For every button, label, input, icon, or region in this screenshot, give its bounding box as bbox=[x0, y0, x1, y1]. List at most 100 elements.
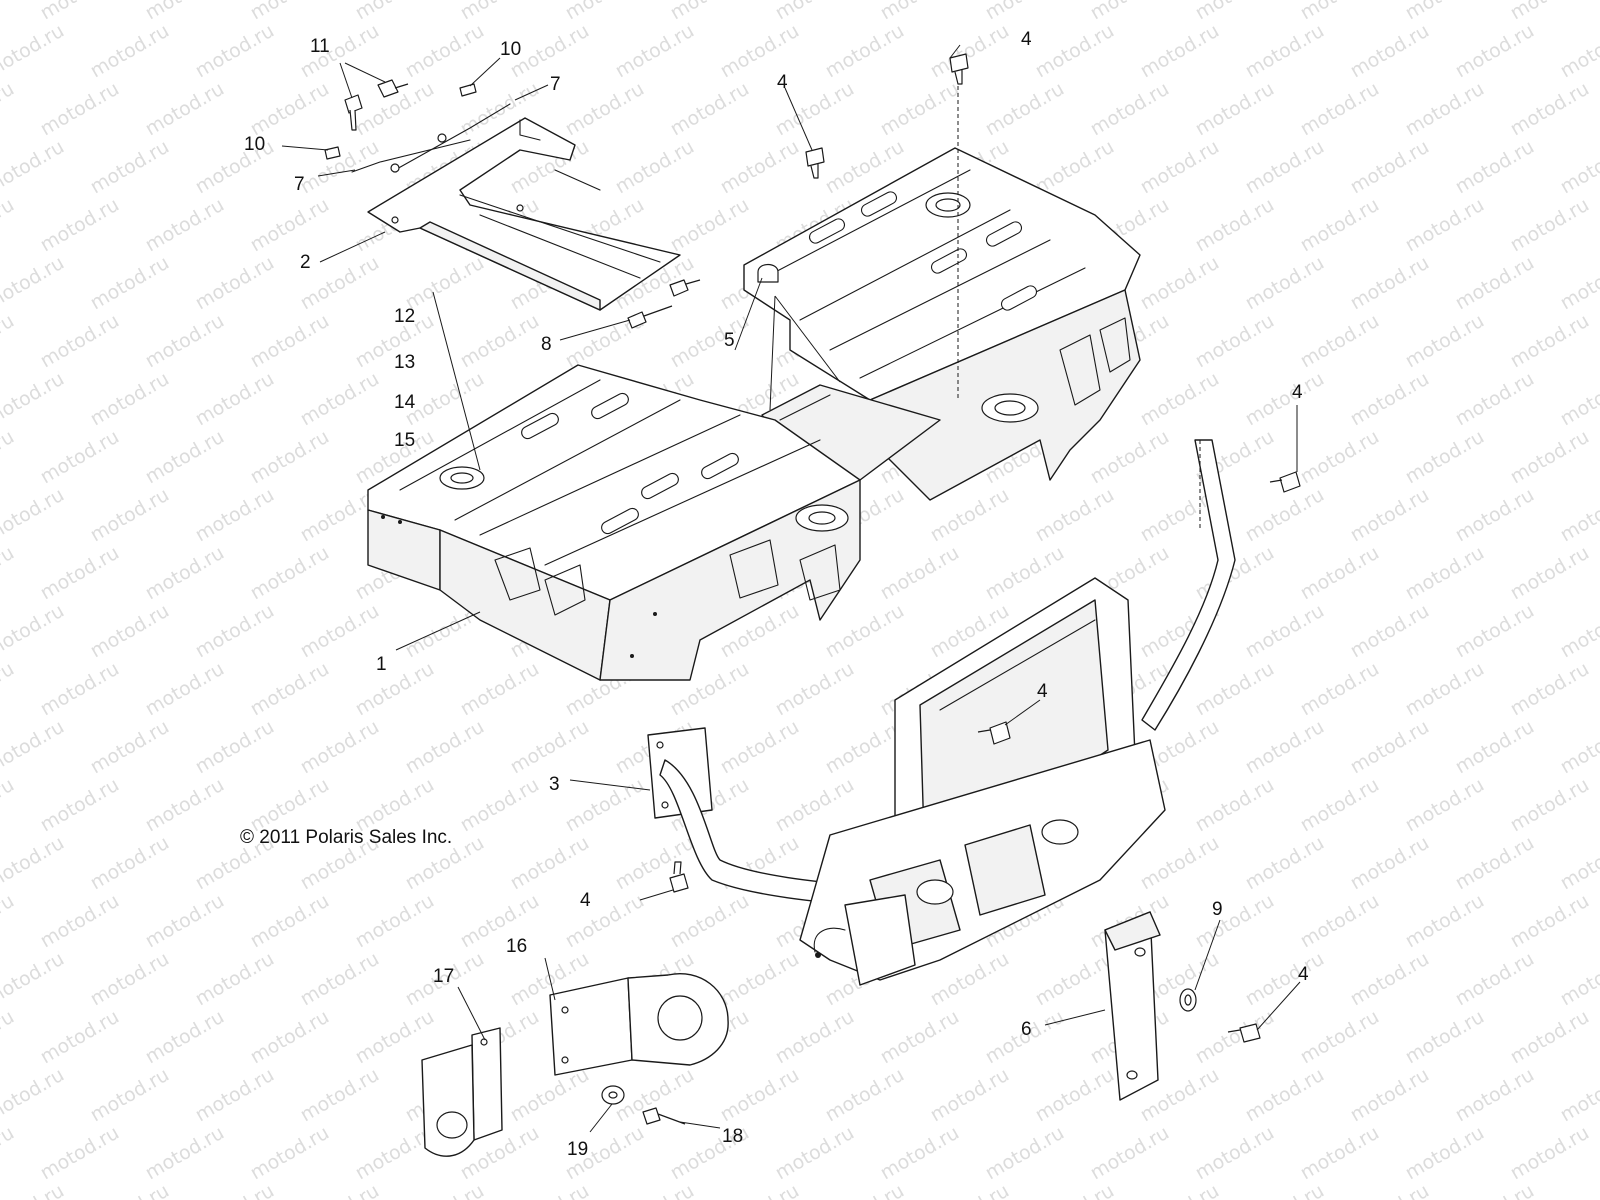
watermark-text: motod.ru bbox=[87, 832, 173, 895]
watermark-text: motod.ru bbox=[1347, 136, 1433, 199]
watermark-text: motod.ru bbox=[772, 1006, 858, 1069]
callout-label: 1 bbox=[376, 654, 387, 675]
watermark-text: motod.ru bbox=[1452, 832, 1538, 895]
watermark-text: motod.ru bbox=[402, 716, 488, 779]
watermark-text: motod.ru bbox=[192, 252, 278, 315]
watermark-text: motod.ru bbox=[1242, 1064, 1328, 1127]
watermark-text: motod.ru bbox=[1452, 948, 1538, 1011]
watermark-text: motod.ru bbox=[0, 716, 68, 779]
callout-label: 13 bbox=[394, 352, 415, 373]
watermark-text: motod.ru bbox=[1297, 774, 1383, 837]
watermark-text: motod.ru bbox=[1242, 136, 1328, 199]
watermark-text: motod.ru bbox=[0, 78, 18, 141]
watermark-text: motod.ru bbox=[297, 948, 383, 1011]
watermark-text: motod.ru bbox=[1557, 832, 1600, 895]
watermark-text: motod.ru bbox=[457, 774, 543, 837]
callout-label: 16 bbox=[506, 936, 527, 957]
watermark-text: motod.ru bbox=[1402, 0, 1488, 24]
watermark-text: motod.ru bbox=[562, 890, 648, 953]
callout-label: 4 bbox=[1037, 681, 1048, 702]
watermark-text: motod.ru bbox=[507, 1064, 593, 1127]
watermark-text: motod.ru bbox=[1192, 1122, 1278, 1185]
watermark-text: motod.ru bbox=[142, 78, 228, 141]
watermark-text: motod.ru bbox=[1507, 78, 1593, 141]
watermark-text: motod.ru bbox=[247, 658, 333, 721]
watermark-text: motod.ru bbox=[87, 484, 173, 547]
watermark-text: motod.ru bbox=[1192, 0, 1278, 24]
watermark-text: motod.ru bbox=[402, 252, 488, 315]
watermark-text: motod.ru bbox=[1242, 600, 1328, 663]
watermark-text: motod.ru bbox=[1032, 1180, 1118, 1200]
watermark-text: motod.ru bbox=[1402, 542, 1488, 605]
watermark-text: motod.ru bbox=[1242, 1180, 1328, 1200]
watermark-text: motod.ru bbox=[1557, 484, 1600, 547]
watermark-text: motod.ru bbox=[87, 1180, 173, 1200]
watermark-text: motod.ru bbox=[192, 716, 278, 779]
watermark-text: motod.ru bbox=[717, 1180, 803, 1200]
watermark-text: motod.ru bbox=[142, 890, 228, 953]
watermark-text: motod.ru bbox=[142, 1122, 228, 1185]
watermark-text: motod.ru bbox=[457, 0, 543, 24]
watermark-text: motod.ru bbox=[37, 774, 123, 837]
watermark-text: motod.ru bbox=[1507, 890, 1593, 953]
watermark-text: motod.ru bbox=[1507, 542, 1593, 605]
callout-label: 4 bbox=[1021, 29, 1032, 50]
watermark-text: motod.ru bbox=[877, 542, 963, 605]
watermark-text: motod.ru bbox=[142, 310, 228, 373]
callout-labels: 11 10 7 10 7 2 12 13 14 15 8 5 4 4 4 4 4… bbox=[244, 29, 1309, 1160]
watermark-text: motod.ru bbox=[0, 832, 68, 895]
watermark-text: motod.ru bbox=[1347, 832, 1433, 895]
watermark-text: motod.ru bbox=[1402, 1122, 1488, 1185]
callout-label: 10 bbox=[244, 134, 265, 155]
watermark-text: motod.ru bbox=[507, 1180, 593, 1200]
watermark-text: motod.ru bbox=[247, 78, 333, 141]
watermark-text: motod.ru bbox=[1347, 20, 1433, 83]
watermark-text: motod.ru bbox=[87, 1064, 173, 1127]
watermark-text: motod.ru bbox=[0, 890, 18, 953]
watermark-text: motod.ru bbox=[1297, 78, 1383, 141]
callout-label: 15 bbox=[394, 430, 415, 451]
watermark-text: motod.ru bbox=[1557, 948, 1600, 1011]
watermark-text: motod.ru bbox=[1452, 716, 1538, 779]
watermark-text: motod.ru bbox=[1032, 948, 1118, 1011]
watermark-text: motod.ru bbox=[1347, 368, 1433, 431]
watermark-text: motod.ru bbox=[1557, 136, 1600, 199]
watermark-text: motod.ru bbox=[1137, 252, 1223, 315]
watermark-text: motod.ru bbox=[1087, 0, 1173, 24]
watermark-text: motod.ru bbox=[927, 1180, 1013, 1200]
watermark-text: motod.ru bbox=[1297, 194, 1383, 257]
watermark-text: motod.ru bbox=[1507, 310, 1593, 373]
watermark-text: motod.ru bbox=[1297, 542, 1383, 605]
watermark-text: motod.ru bbox=[1297, 890, 1383, 953]
watermark-text: motod.ru bbox=[1087, 78, 1173, 141]
watermark-text: motod.ru bbox=[982, 0, 1068, 24]
watermark-text: motod.ru bbox=[37, 194, 123, 257]
watermark-text: motod.ru bbox=[87, 20, 173, 83]
watermark-text: motod.ru bbox=[142, 658, 228, 721]
watermark-text: motod.ru bbox=[0, 542, 18, 605]
watermark-text: motod.ru bbox=[877, 1006, 963, 1069]
callout-label: 19 bbox=[567, 1139, 588, 1160]
watermark-text: motod.ru bbox=[877, 1122, 963, 1185]
callout-label: 7 bbox=[294, 174, 305, 195]
watermark-text: motod.ru bbox=[0, 0, 18, 24]
watermark-text: motod.ru bbox=[1347, 484, 1433, 547]
watermark-text: motod.ru bbox=[717, 136, 803, 199]
callout-label: 14 bbox=[394, 392, 416, 413]
watermark-text: motod.ru bbox=[87, 136, 173, 199]
watermark-text: motod.ru bbox=[1402, 1006, 1488, 1069]
watermark-text: motod.ru bbox=[1507, 194, 1593, 257]
watermark-text: motod.ru bbox=[1137, 832, 1223, 895]
watermark-text: motod.ru bbox=[507, 716, 593, 779]
watermark-text: motod.ru bbox=[1192, 1006, 1278, 1069]
watermark-text: motod.ru bbox=[402, 1180, 488, 1200]
watermark-text: motod.ru bbox=[0, 774, 18, 837]
part-17-bracket bbox=[421, 1027, 503, 1157]
callout-label: 11 bbox=[310, 36, 330, 57]
watermark-text: motod.ru bbox=[0, 310, 18, 373]
watermark-text: motod.ru bbox=[192, 368, 278, 431]
watermark-text: motod.ru bbox=[982, 1122, 1068, 1185]
watermark-text: motod.ru bbox=[772, 658, 858, 721]
callout-label: 10 bbox=[500, 39, 521, 60]
